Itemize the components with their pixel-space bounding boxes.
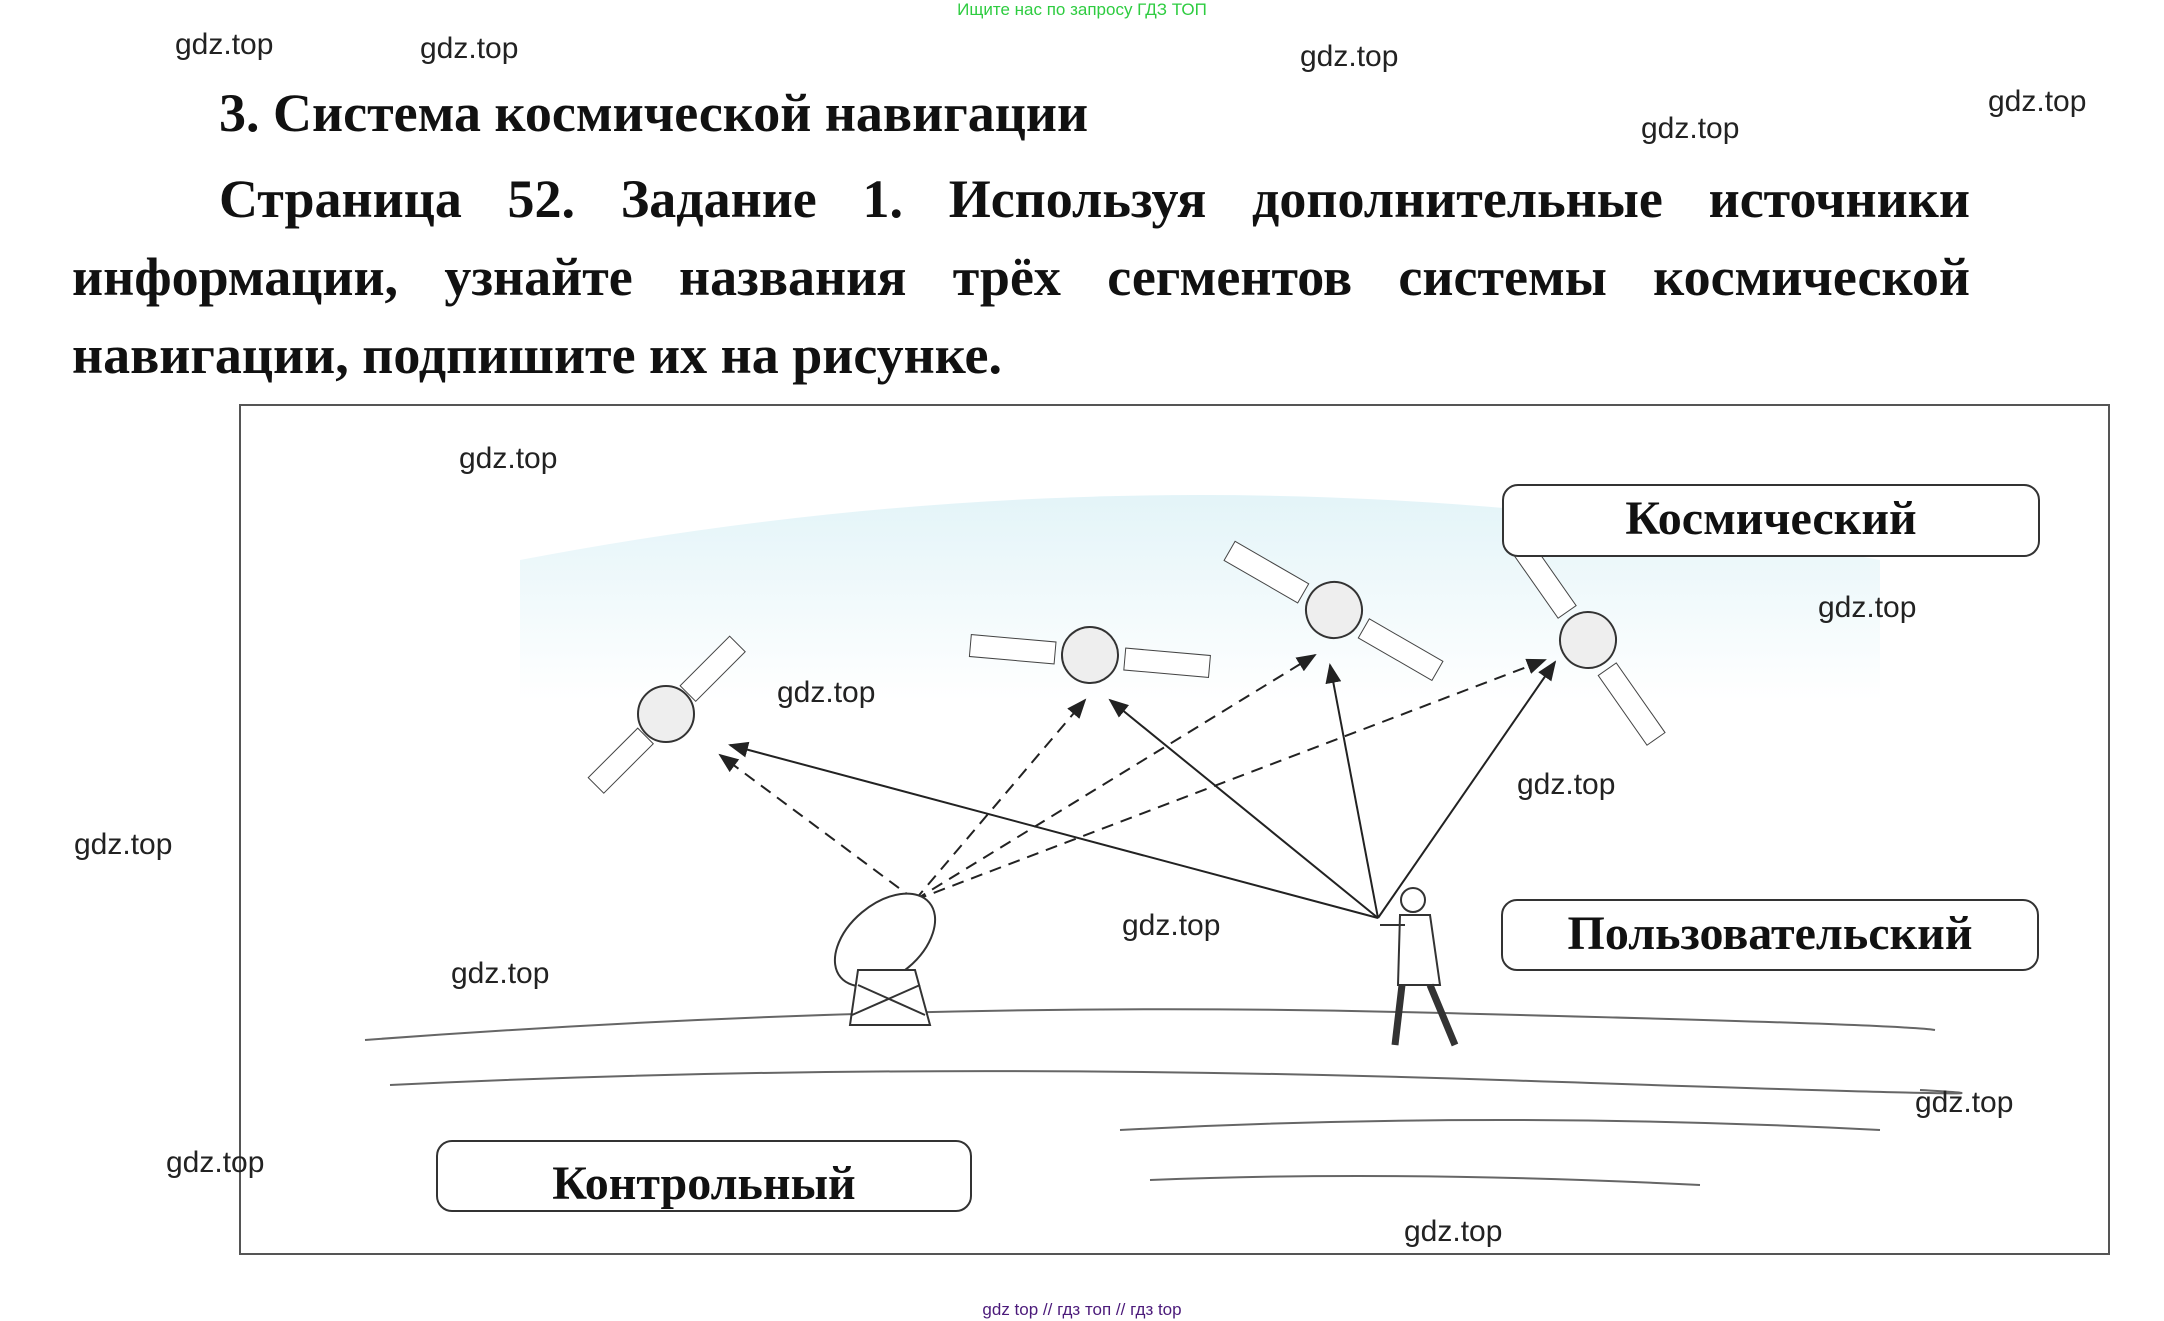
user-signal-arrows: [728, 660, 1557, 919]
watermark: gdz.top: [1915, 1086, 2014, 1119]
watermark: gdz.top: [1818, 591, 1917, 624]
watermark: gdz.top: [175, 28, 274, 61]
task-text: Страница 52. Задание 1. Используя дополн…: [72, 169, 1970, 385]
control-segment-label: Контрольный: [436, 1140, 972, 1212]
watermark: gdz.top: [1122, 909, 1221, 942]
ground: [364, 1008, 1963, 1186]
watermark: gdz.top: [459, 442, 558, 475]
section-title: 3. Система космической навигации: [219, 83, 1089, 143]
watermark: gdz.top: [1300, 40, 1399, 73]
watermark: gdz.top: [74, 828, 173, 861]
user-person-icon: [1380, 887, 1459, 1047]
watermark: gdz.top: [1641, 112, 1740, 145]
satellite-icon: [587, 635, 746, 794]
satellite-icon: [968, 626, 1211, 684]
watermark: gdz.top: [777, 676, 876, 709]
watermark: gdz.top: [451, 957, 550, 990]
search-banner[interactable]: Ищите нас по запросу ГДЗ ТОП: [957, 0, 1207, 19]
ground-station-dish-icon: [833, 892, 937, 1026]
watermark: gdz.top: [1404, 1215, 1503, 1248]
watermark: gdz.top: [166, 1146, 265, 1179]
watermark: gdz.top: [1517, 768, 1616, 801]
user-segment-label: Пользовательский: [1501, 899, 2039, 971]
illustration-frame: [239, 404, 2110, 1255]
watermark: gdz.top: [420, 32, 519, 65]
satellite-icon: [1223, 540, 1444, 682]
watermark: gdz.top: [1988, 85, 2087, 118]
control-signal-arrows: [718, 653, 1547, 901]
footer-links[interactable]: gdz top // гдз топ // гдз top: [982, 1300, 1182, 1319]
space-segment-label: Космический: [1502, 484, 2040, 557]
